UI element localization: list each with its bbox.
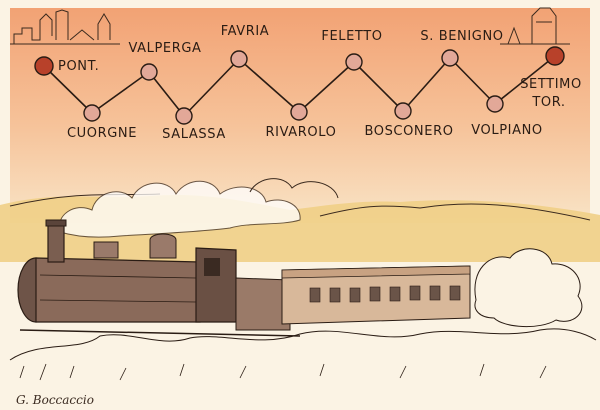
station-dot-settimo xyxy=(545,46,565,66)
foreground-shrubs xyxy=(9,328,597,361)
route-segment xyxy=(43,65,93,114)
station-dot-valperga xyxy=(140,63,158,81)
steam-locomotive xyxy=(17,219,301,337)
station-label: FAVRIA xyxy=(221,24,270,39)
station-dot-s-benigno xyxy=(441,49,459,67)
station-dot-salassa xyxy=(175,107,193,125)
station-dot-favria xyxy=(230,50,248,68)
station-dot-pont xyxy=(34,56,54,76)
station-label: S. BENIGNO xyxy=(420,29,503,44)
station-label: CUORGNE xyxy=(67,126,137,141)
station-dot-rivarolo xyxy=(290,103,308,121)
route-segment xyxy=(298,61,355,113)
route-stations xyxy=(34,46,565,125)
route-segment xyxy=(238,58,300,113)
steam-cloud-small xyxy=(249,178,339,199)
route-segment xyxy=(183,58,240,117)
station-label: PONT. xyxy=(58,59,99,74)
station-label-suffix: TOR. xyxy=(531,95,565,110)
station-label: VOLPIANO xyxy=(471,123,542,138)
station-label: SALASSA xyxy=(162,127,226,142)
station-label: RIVAROLO xyxy=(266,125,337,140)
route-segment xyxy=(91,71,150,114)
artist-signature: G. Boccaccio xyxy=(16,393,94,407)
foreground-grass xyxy=(19,363,547,381)
station-dot-volpiano xyxy=(486,95,504,113)
station-dot-feletto xyxy=(345,53,363,71)
route-segment xyxy=(148,71,185,117)
station-label: VALPERGA xyxy=(128,41,201,56)
station-label: SETTIMO xyxy=(520,77,582,92)
tree-right xyxy=(474,248,583,328)
steam-cloud xyxy=(58,180,301,238)
route-segment xyxy=(402,57,451,112)
route-segment xyxy=(353,61,404,112)
route-line xyxy=(43,55,556,117)
station-dot-cuorgne xyxy=(83,104,101,122)
station-building xyxy=(281,265,471,325)
station-label: BOSCONERO xyxy=(364,124,453,139)
station-label: FELETTO xyxy=(321,29,382,44)
route-labels: PONT. CUORGNE VALPERGA SALASSA FAVRIA RIVAROL… xyxy=(58,24,582,142)
town-skyline-right xyxy=(500,7,570,45)
town-skyline-left xyxy=(10,9,120,45)
station-dot-bosconero xyxy=(394,102,412,120)
route-segment xyxy=(449,57,496,105)
route-segment xyxy=(494,55,556,105)
